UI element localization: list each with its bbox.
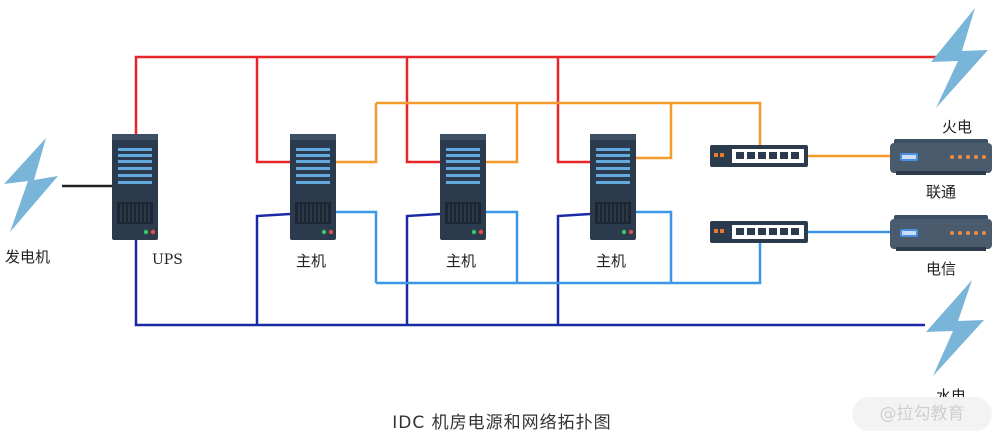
fire-power-main-line: [134, 55, 958, 134]
generator-lightning-icon: [4, 138, 58, 232]
host3-label: 主机: [596, 252, 627, 270]
unicom-host1-line: [336, 103, 378, 164]
unicom-host2-line: [486, 103, 519, 164]
diagram-caption: IDC 机房电源和网络拓扑图: [392, 413, 612, 433]
telecom-router-icon: [890, 215, 992, 251]
unicom-host3-line: [636, 103, 673, 160]
host2-server-icon: [439, 133, 487, 241]
unicom-bus-line: [376, 101, 762, 145]
ups-server-icon: [111, 133, 159, 241]
fire-power-label: 火电: [942, 118, 973, 136]
unicom-router-icon: [890, 139, 992, 175]
telecom-label: 电信: [926, 260, 957, 278]
fire-power-host1-line: [255, 57, 290, 164]
telecom-host2-line: [486, 210, 519, 283]
host1-server-icon: [289, 133, 337, 241]
telecom-bus-line: [376, 243, 762, 285]
host1-label: 主机: [296, 252, 327, 270]
hydro-power-host2-line: [405, 212, 441, 325]
hydro-power-host3-line: [556, 212, 591, 325]
fire-power-host2-line: [405, 57, 440, 164]
telecom-switch-icon: [710, 221, 808, 243]
generator-label: 发电机: [5, 248, 51, 266]
watermark: @拉勾教育: [852, 397, 992, 431]
unicom-label: 联通: [926, 183, 957, 201]
telecom-host1-line: [336, 210, 378, 283]
fire-power-host3-line: [556, 57, 590, 164]
host2-label: 主机: [446, 252, 477, 270]
telecom-host3-line: [636, 210, 673, 283]
host3-server-icon: [589, 133, 637, 241]
unicom-switch-icon: [710, 145, 808, 167]
hydro-power-host1-line: [255, 212, 291, 325]
hydro-power-main-line: [134, 240, 925, 327]
ups-label: UPS: [152, 252, 183, 268]
fire-power-lightning-icon: [931, 8, 988, 108]
hydro-power-lightning-icon: [926, 280, 984, 376]
